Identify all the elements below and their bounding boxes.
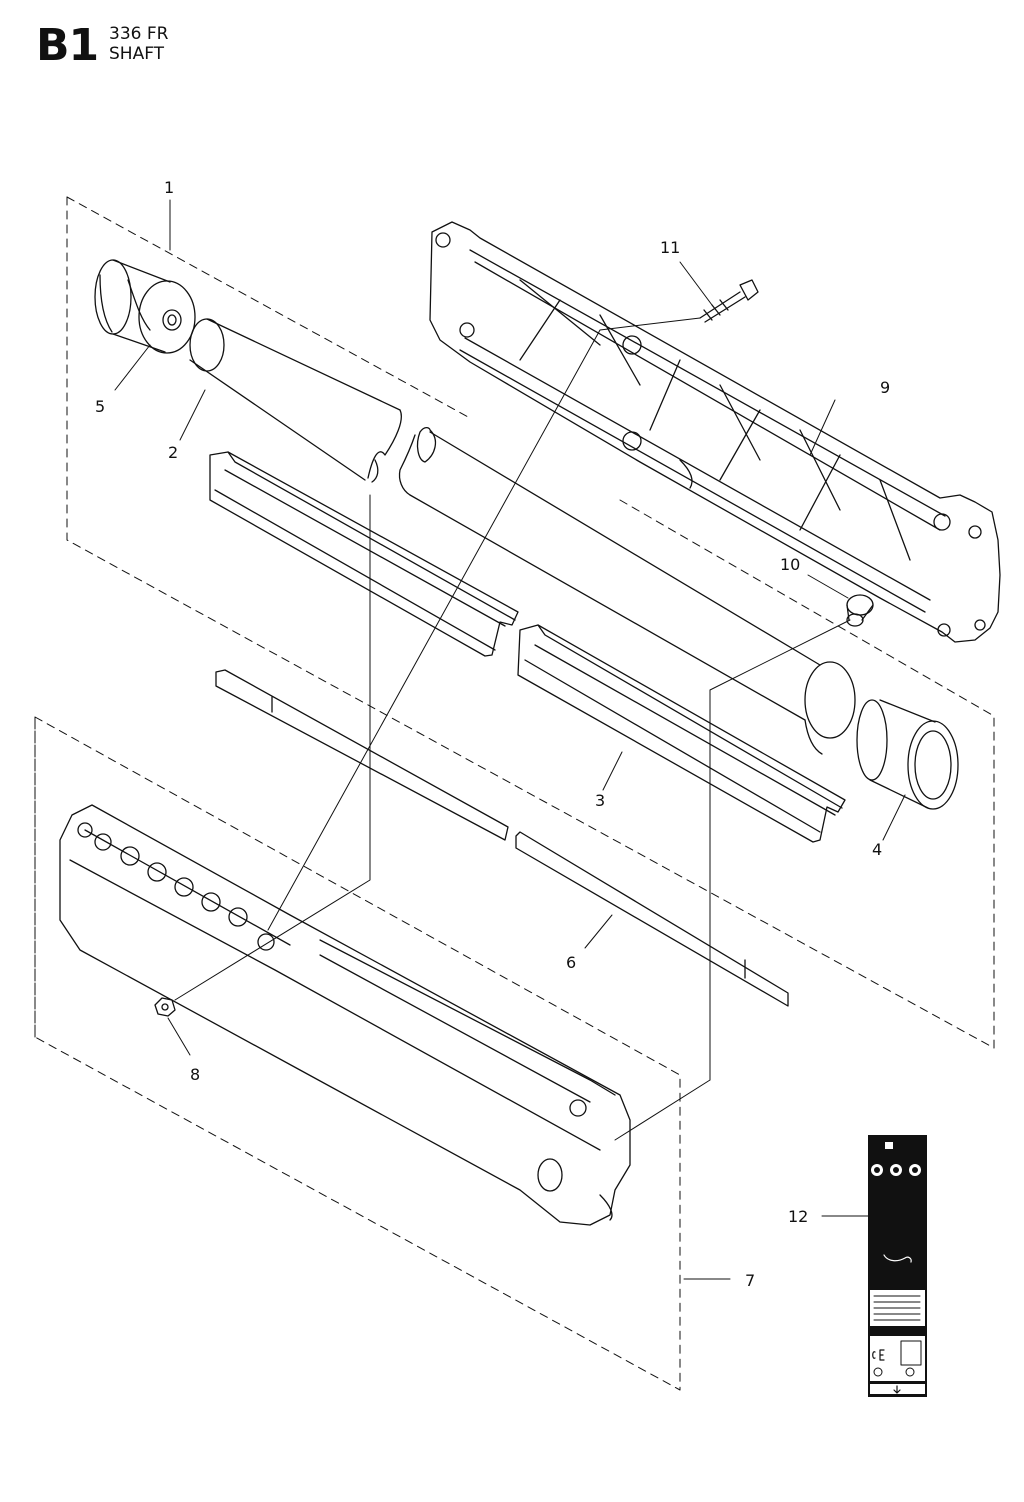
group-box-7 bbox=[34, 716, 681, 1391]
part-6-drive-shaft bbox=[215, 669, 789, 1007]
leader-11 bbox=[679, 261, 713, 306]
section-code: B1 bbox=[36, 20, 99, 71]
callout-5: 5 bbox=[95, 397, 105, 416]
leader-6 bbox=[584, 914, 613, 949]
leader-8 bbox=[167, 1017, 191, 1056]
inner-shaft-tube bbox=[398, 426, 856, 755]
part-8-nut bbox=[154, 997, 176, 1017]
leader-5 bbox=[114, 344, 151, 391]
section-title: SHAFT bbox=[109, 44, 165, 64]
callout-12: 12 bbox=[788, 1207, 808, 1226]
part-12-decal bbox=[868, 1135, 927, 1397]
callout-1: 1 bbox=[164, 178, 174, 197]
callout-labels: 1 2 3 4 5 6 7 8 9 10 11 12 bbox=[95, 178, 890, 1290]
model-name: 336 FR bbox=[109, 24, 169, 44]
callout-8: 8 bbox=[190, 1065, 200, 1084]
leader-4 bbox=[882, 794, 906, 841]
callout-9: 9 bbox=[880, 378, 890, 397]
leader-10 bbox=[807, 574, 849, 599]
leader-3 bbox=[602, 751, 623, 791]
header-text: 336 FR SHAFT bbox=[109, 24, 168, 64]
part-7-lower-housing bbox=[59, 804, 631, 1226]
group-box-1 bbox=[66, 196, 995, 1049]
callout-7: 7 bbox=[745, 1271, 755, 1290]
part-4-end-sleeve bbox=[856, 699, 959, 810]
part-9-upper-housing bbox=[429, 221, 1001, 643]
callout-2: 2 bbox=[168, 443, 178, 462]
callout-10: 10 bbox=[780, 555, 800, 574]
part-11-screw bbox=[699, 279, 759, 323]
callout-6: 6 bbox=[566, 953, 576, 972]
leader-2 bbox=[179, 389, 206, 441]
part-3-channel-rail bbox=[209, 451, 846, 843]
part-10-grommet bbox=[846, 594, 874, 627]
part-5-grip-sleeve bbox=[94, 259, 196, 354]
assembly-guide-lines bbox=[174, 317, 851, 1141]
part-2-foam-tube bbox=[189, 318, 402, 483]
callout-3: 3 bbox=[595, 791, 605, 810]
callout-4: 4 bbox=[872, 840, 882, 859]
callout-11: 11 bbox=[660, 238, 680, 257]
leader-9 bbox=[809, 399, 836, 456]
